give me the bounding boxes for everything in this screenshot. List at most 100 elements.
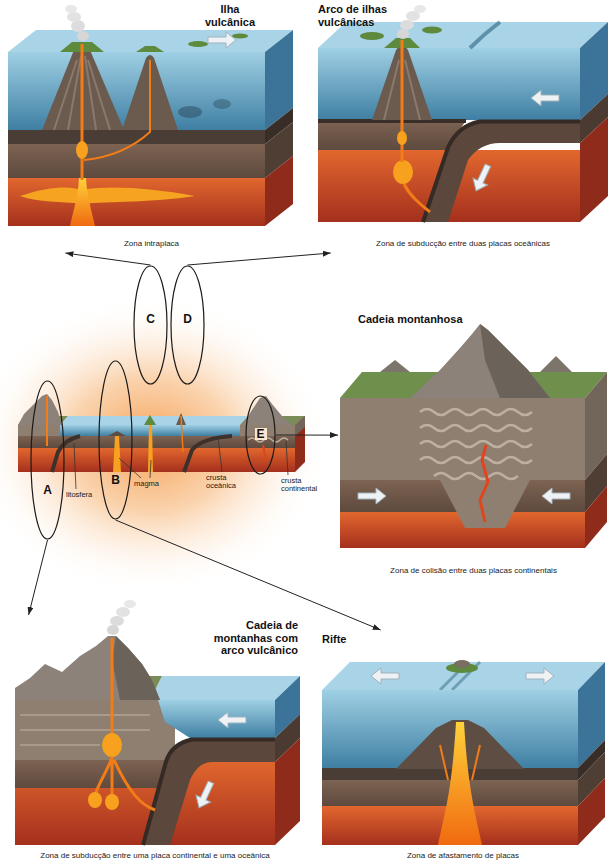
ellipse-outline [133,265,168,385]
collision-block-part [542,488,570,504]
cross-section-part [60,416,248,425]
zone-letter: E [254,428,266,440]
island-arc-block-part [422,27,442,34]
continental-subduction-block-part [20,715,150,745]
zone-letter: D [183,313,192,325]
continental-subduction-block-part [15,760,180,788]
connector-arrow [29,540,48,615]
island-arc-block-part [404,184,430,212]
zone-ellipse: C [133,265,168,385]
rift-block [322,660,605,845]
island-arc-block-part [400,20,414,30]
leader-line-part [286,441,288,475]
panel: Arco de ilhas vulcânicasZona de subducçã… [316,3,610,253]
collision-block-part [380,360,410,372]
intraplate-block-part [67,12,81,22]
continental-subduction-block-part [88,792,102,808]
collision-block [340,324,607,548]
continental-subduction-block-part [142,738,275,845]
continental-subduction-block-part [95,757,155,810]
cross-section [0,295,330,595]
island-arc-block-part [423,122,580,223]
connector-arrow [188,253,331,265]
island-arc-block [318,5,608,222]
intraplate-block-part [8,52,265,130]
panel: Ilha vulcânicaZona intraplaca [8,3,295,253]
cross-section-part [240,425,295,436]
intraplate-block-part [70,178,95,226]
ellipse-outline [98,360,133,520]
leader-line-part [74,443,76,489]
continental-subduction-block-part [124,600,136,608]
collision-block-part [434,473,518,479]
panel-caption: Zona de subducção entre duas placas oceâ… [316,239,610,249]
collision-block-part [585,486,607,548]
panel-title: Cadeia de montanhas com arco vulcânico [204,619,298,657]
continental-subduction-block-part [105,794,119,810]
cross-section-part [295,416,305,472]
intraplate-block-part [8,178,265,226]
part-label: litosfera [66,491,106,499]
island-arc-block-part [397,131,407,145]
island-arc-block-part [531,90,559,106]
panel: Cadeia montanhosaZona de colisão entre d… [338,310,609,582]
intraplate-block-part [76,141,88,159]
continental-subduction-block-part [110,616,124,626]
continental-subduction-block-part [218,712,246,728]
zone-ellipse: E [245,395,276,475]
cross-section-part [18,425,60,436]
intraplate-block-part [265,156,293,226]
island-arc-block-part [393,160,413,184]
ellipse-outline [246,396,275,474]
cross-section-part [18,394,62,425]
continental-subduction-block-part [275,738,300,845]
leader-line-part [150,460,151,478]
cross-section-part [52,436,80,472]
island-arc-block-part [360,32,384,40]
intraplate-block-part [213,99,231,109]
rift-block-part [322,690,578,768]
cross-section-part [144,415,156,425]
zone-letter: B [111,474,120,486]
connector-arrow [65,253,150,265]
continental-subduction-block-part [192,779,218,811]
continental-subduction-block-part [102,733,122,757]
zone-ellipse: D [170,265,205,385]
rift-block-part [578,778,605,845]
intraplate-block [8,5,293,226]
rift-block-part [438,722,482,845]
cross-section-part [113,436,121,472]
continental-subduction-block-part [107,625,119,635]
zone-ellipse: B [98,360,133,520]
rift-block-part [371,668,399,684]
intraplate-block-part [77,31,89,41]
connector-arrow [116,520,381,630]
island-arc-block-part [470,22,500,48]
collision-block-part [420,425,532,431]
rift-block-part [526,668,554,684]
continental-subduction-block-part [15,636,160,700]
intraplate-block-part [84,60,150,160]
ellipse-outline [171,266,204,384]
cross-section-part [0,295,330,595]
zone-letter: A [43,484,52,496]
rift-block-part [440,745,480,780]
ellipse-outline [30,380,65,540]
rift-block-part [454,660,470,668]
cross-section-part [263,445,266,460]
ellipse-outline [170,265,205,385]
connector-arrow [276,435,338,436]
collision-block-part [358,488,386,504]
intraplate-block-part [81,44,84,180]
intraplate-block-part [188,41,208,47]
collision-block-part [410,324,550,398]
panel-title: Ilha vulcânica [194,3,266,28]
cross-section-part [181,416,183,452]
continental-subduction-block-part [150,700,275,738]
island-arc-block-part [469,162,495,194]
intraplate-block-part [136,46,164,52]
panel: Cadeia de montanhas com arco vulcânicoZo… [8,615,302,863]
